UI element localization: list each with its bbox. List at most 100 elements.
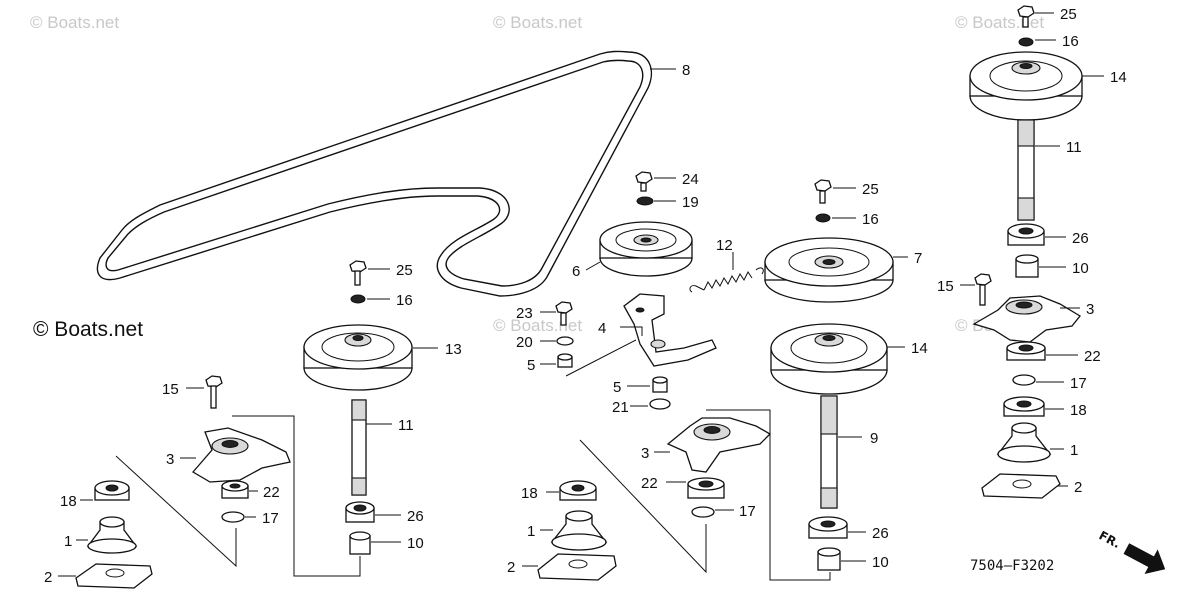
spindle-housing-3b — [666, 417, 772, 473]
bearing-26 — [345, 501, 375, 523]
pulley-14b — [770, 323, 888, 395]
spindle-housing-3 — [191, 427, 291, 483]
tension-spring-12 — [689, 267, 764, 293]
spindle-shaft-11b — [1017, 119, 1035, 221]
callout-10: 10 — [407, 535, 424, 552]
callout-19: 19 — [682, 194, 699, 211]
collar-18 — [94, 480, 130, 501]
spindle-housing-3c — [972, 295, 1081, 343]
idler-pulley-6 — [599, 221, 693, 277]
callout-23: 23 — [516, 305, 533, 322]
washer-16c — [1018, 37, 1034, 47]
callout-3: 3 — [166, 451, 174, 468]
watermark: © Boats.net — [30, 13, 119, 32]
watermark: © Boats.net — [493, 316, 582, 335]
flange-bolt-25 — [349, 260, 367, 286]
callout-25b: 25 — [862, 181, 879, 198]
cone-mount-1 — [86, 516, 138, 554]
flange-bolt-24 — [635, 171, 653, 192]
arrow-icon — [1123, 543, 1166, 575]
collar-10c — [1015, 254, 1039, 278]
watermark: © Boats.net — [955, 13, 1044, 32]
callout-15: 15 — [162, 381, 179, 398]
washer-16 — [350, 294, 366, 304]
mounting-plate-2 — [75, 563, 153, 589]
callout-16b: 16 — [862, 211, 879, 228]
callout-14b: 14 — [911, 340, 928, 357]
callout-18b: 18 — [521, 485, 538, 502]
callout-26b: 26 — [872, 525, 889, 542]
callout-21: 21 — [612, 399, 629, 416]
callout-2: 2 — [44, 569, 52, 586]
copyright-text: © Boats.net — [33, 318, 143, 341]
callout-10b: 10 — [872, 554, 889, 571]
callout-12: 12 — [716, 237, 733, 254]
washer-20 — [556, 336, 574, 346]
callout-3b: 3 — [641, 445, 649, 462]
flange-bolt-25c — [1017, 5, 1035, 28]
collar-5b — [652, 376, 668, 393]
callout-22b: 22 — [641, 475, 658, 492]
spindle-shaft-9 — [820, 395, 838, 509]
callout-11: 11 — [398, 417, 414, 434]
callout-3c: 3 — [1086, 301, 1094, 318]
washer-17b — [691, 506, 715, 518]
callout-10a: 10 — [1072, 260, 1089, 277]
callout-26: 26 — [407, 508, 424, 525]
callout-17: 17 — [262, 510, 279, 527]
pulley-7 — [764, 237, 894, 303]
callout-2c: 2 — [1074, 479, 1082, 496]
callout-4: 4 — [598, 320, 606, 337]
callout-7: 7 — [914, 250, 922, 267]
callout-24: 24 — [682, 171, 699, 188]
collar-18b — [559, 480, 597, 501]
callout-1: 1 — [64, 533, 72, 550]
flange-bolt-15c — [974, 273, 992, 306]
front-direction-arrow: FR. — [1097, 528, 1166, 575]
callout-25c: 25 — [1060, 6, 1077, 23]
callout-18: 18 — [60, 493, 77, 510]
callout-22: 22 — [263, 484, 280, 501]
collar-10 — [349, 531, 371, 555]
washer-17c — [1012, 374, 1036, 386]
washer-19 — [636, 196, 654, 206]
callout-14a: 14 — [1110, 69, 1127, 86]
pulley-14a — [969, 51, 1083, 121]
callout-16: 16 — [396, 292, 413, 309]
washer-17 — [221, 511, 245, 523]
drive-belt — [96, 50, 653, 297]
collar-5 — [557, 353, 573, 368]
flange-bolt-15 — [205, 375, 223, 409]
callout-17c: 17 — [1070, 375, 1087, 392]
cone-mount-1c — [996, 422, 1052, 463]
figure-code: 7504—F3202 — [970, 558, 1054, 574]
callout-9: 9 — [870, 430, 878, 447]
idler-arm-4 — [623, 293, 717, 367]
callout-25: 25 — [396, 262, 413, 279]
bearing-26b — [808, 516, 848, 539]
pulley-13 — [303, 324, 413, 391]
flange-bolt-23 — [555, 301, 573, 326]
mounting-plate-2c — [981, 473, 1061, 499]
callout-6: 6 — [572, 263, 580, 280]
watermark: © Boats.net — [493, 13, 582, 32]
collar-18c — [1003, 396, 1045, 417]
bearing-22c — [1006, 341, 1046, 361]
callout-1c: 1 — [1070, 442, 1078, 459]
callout-17b: 17 — [739, 503, 756, 520]
callout-26a: 26 — [1072, 230, 1089, 247]
washer-21 — [649, 398, 671, 410]
cone-mount-1b — [550, 510, 608, 551]
washer-16b — [815, 213, 831, 223]
callout-11a: 11 — [1066, 139, 1082, 156]
bearing-26c — [1007, 223, 1045, 246]
callout-18c: 18 — [1070, 402, 1087, 419]
callout-15c: 15 — [937, 278, 954, 295]
spindle-shaft-11 — [351, 399, 367, 496]
collar-10b — [817, 547, 841, 571]
bearing-22 — [221, 480, 249, 499]
callout-2b: 2 — [507, 559, 515, 576]
front-label: FR. — [1097, 528, 1123, 551]
